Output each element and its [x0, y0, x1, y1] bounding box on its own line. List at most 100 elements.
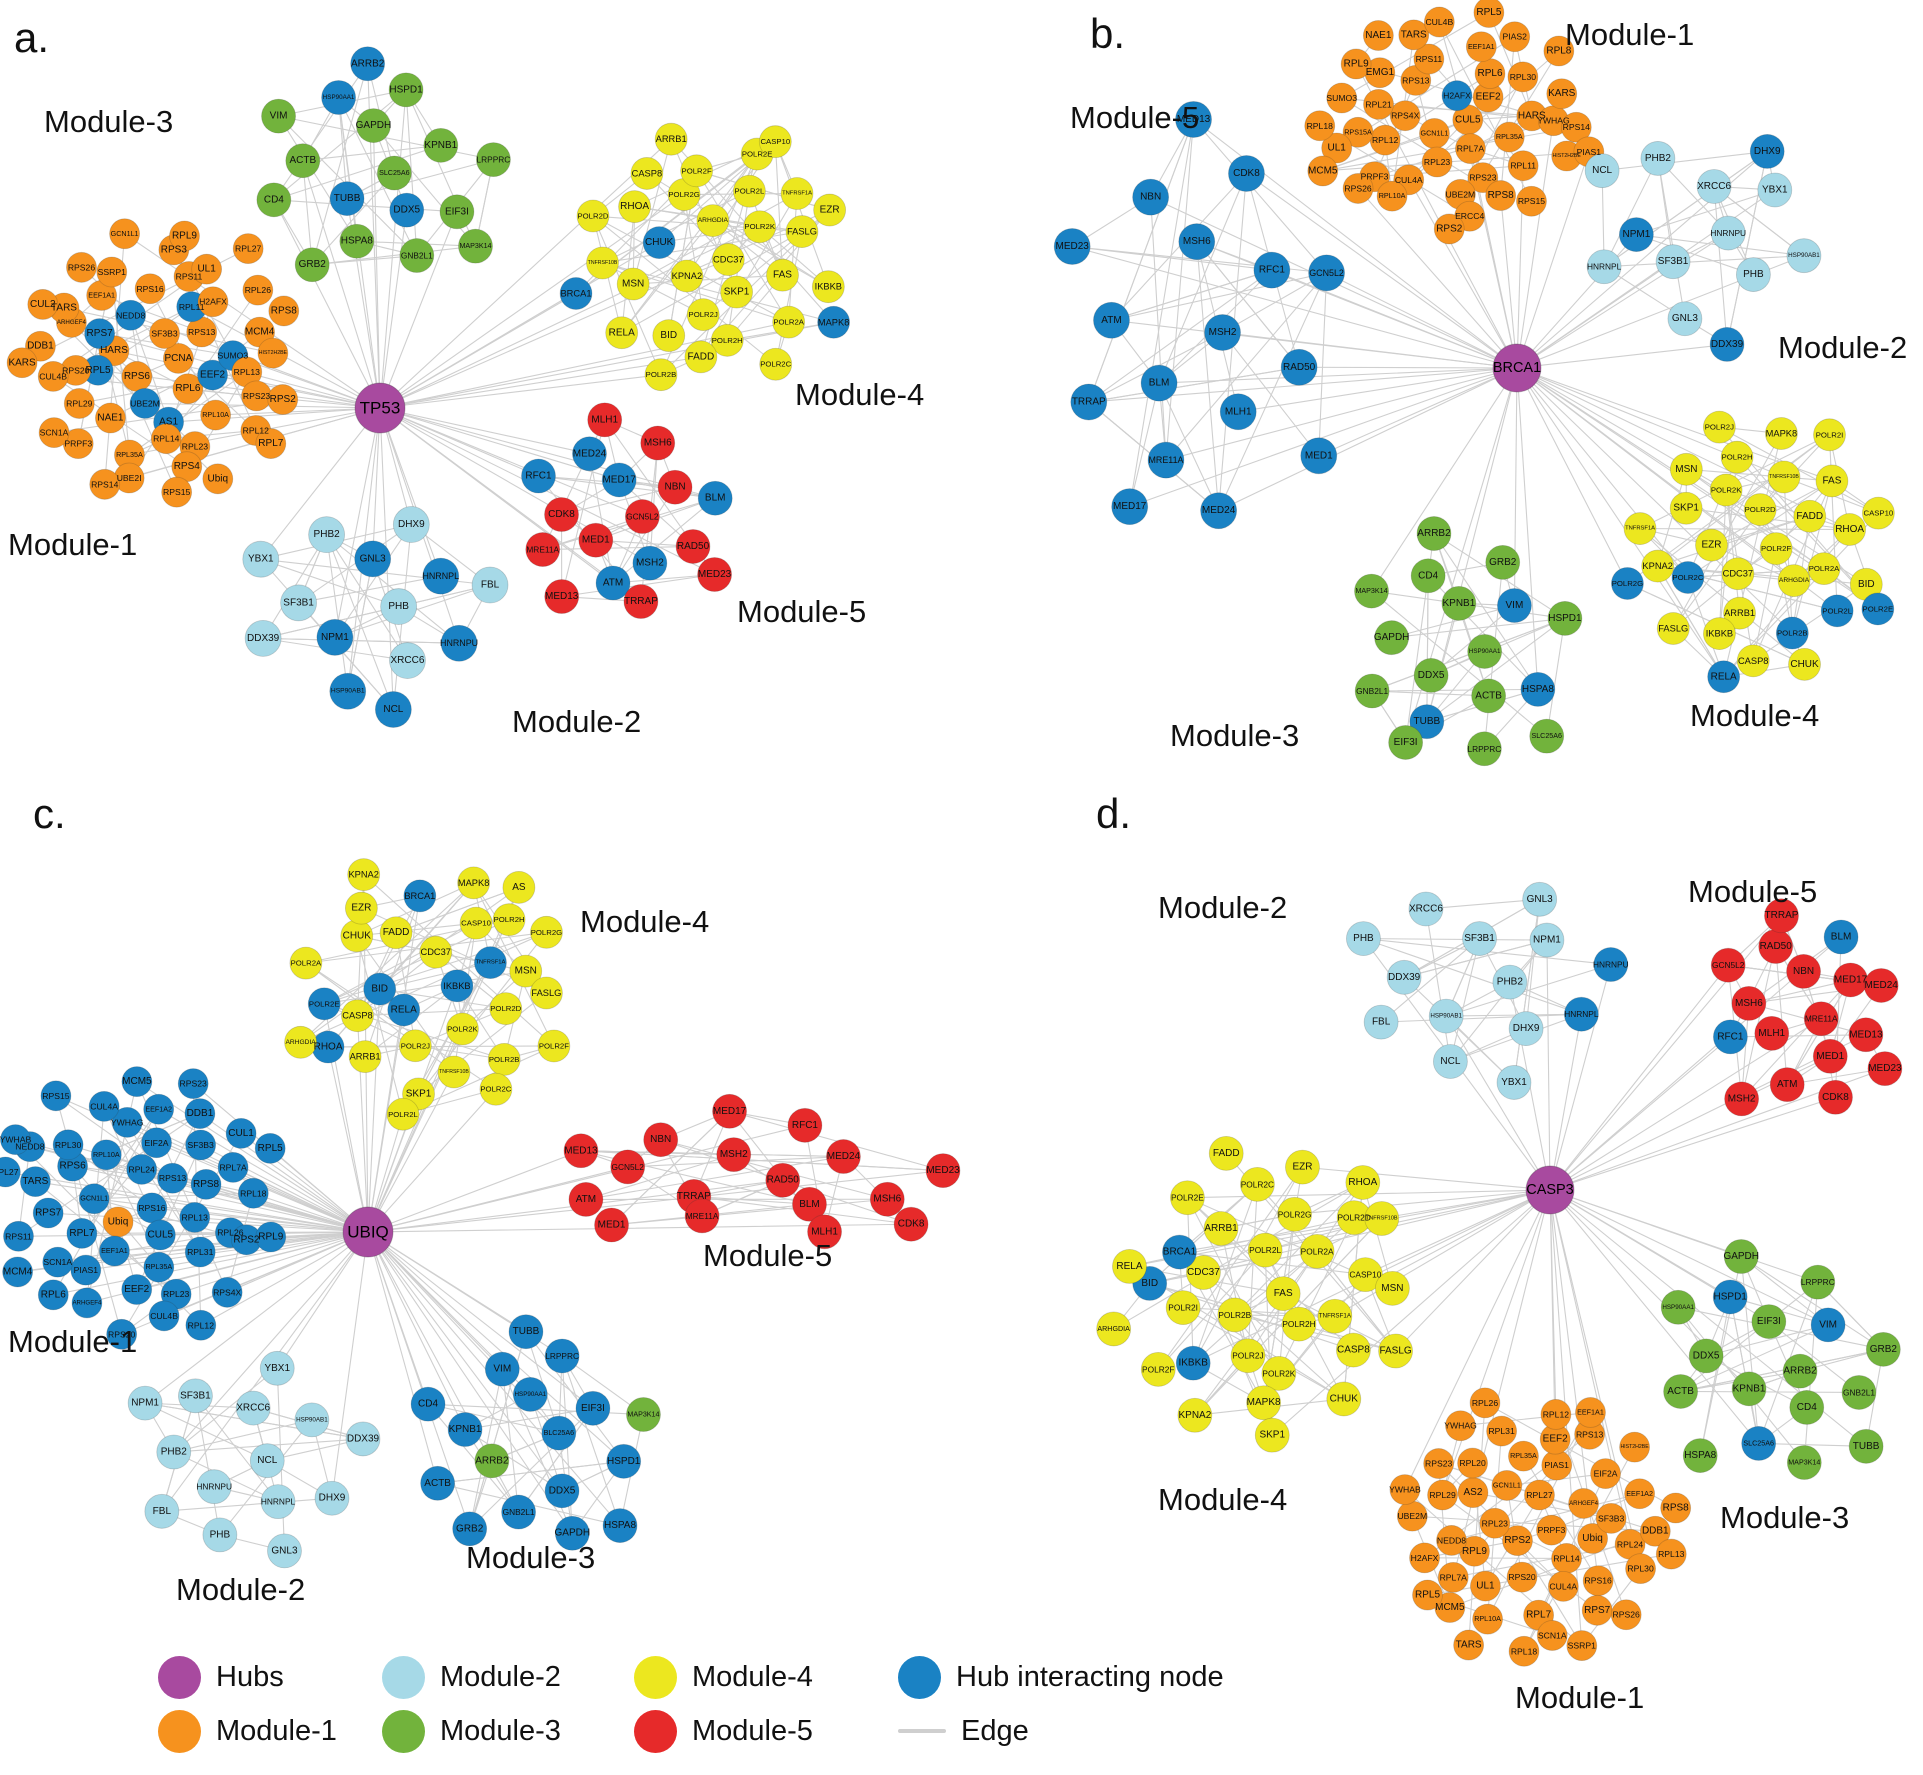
node-RPL7 — [255, 428, 287, 459]
node-GNL3 — [267, 1533, 302, 1569]
node-color-swatch — [634, 1709, 677, 1753]
edge — [194, 1395, 221, 1536]
node-label: MSN — [1675, 464, 1697, 475]
node-label: POLR2D — [1337, 1213, 1370, 1223]
edge — [1729, 1296, 1760, 1444]
node-HSP90AA1 — [321, 80, 357, 115]
node-label: POLR2H — [1722, 453, 1753, 462]
node-RPL9 — [1340, 48, 1372, 80]
module-label-d-module-1: Module-1 — [1515, 1680, 1644, 1715]
node-POLR2J — [1230, 1338, 1266, 1374]
node-LRPPRC — [544, 1338, 580, 1374]
node-label: YBX1 — [264, 1363, 290, 1374]
node-EZR — [344, 891, 378, 925]
node-MED1 — [1300, 437, 1338, 475]
node-POLR2A — [1299, 1234, 1335, 1269]
node-label: RPS6 — [124, 371, 151, 382]
node-label: CUL4B — [150, 1311, 178, 1321]
node-label: HSP90AA1 — [1469, 648, 1501, 655]
node-label: RPL11 — [1510, 161, 1536, 171]
edge — [1403, 939, 1548, 978]
node-label: CASP8 — [1738, 656, 1769, 666]
node-RPL31 — [1486, 1415, 1518, 1447]
node-CUL1 — [225, 1117, 257, 1149]
node-label: PHB — [210, 1529, 231, 1540]
node-label: SF3B3 — [187, 1140, 214, 1150]
node-MED23 — [1053, 228, 1091, 265]
node-label: MSN — [622, 279, 644, 290]
edge — [273, 199, 458, 213]
node-label: TARS — [1401, 29, 1427, 40]
node-label: CUL4B — [1425, 17, 1453, 27]
node-EIF3I — [575, 1390, 611, 1426]
node-POLR2K — [743, 210, 777, 244]
node-YWHAB — [0, 1124, 31, 1156]
node-label: MED24 — [573, 448, 607, 459]
module-label-b-module-2: Module-2 — [1778, 330, 1907, 365]
node-IKBKB — [1175, 1345, 1211, 1381]
node-label: CD4 — [418, 1399, 438, 1410]
edge — [1445, 963, 1612, 1017]
legend-item-module-5: Module-5 — [634, 1709, 898, 1753]
edge — [1404, 1189, 1551, 1491]
node-MAPK8 — [1246, 1385, 1282, 1421]
node-label: RPL14 — [1553, 1553, 1580, 1563]
node-label: RFC1 — [525, 471, 552, 482]
node-label: MCM5 — [1435, 1602, 1465, 1613]
edge — [334, 407, 381, 638]
node-label: MAPK8 — [1766, 429, 1798, 439]
node-label: EIF3I — [1757, 1316, 1781, 1327]
edge — [1110, 319, 1518, 369]
edge — [518, 1407, 594, 1513]
node-label: GCN5L2 — [626, 512, 659, 522]
node-label: CASP10 — [1864, 509, 1894, 518]
node-label: RPL6 — [41, 1289, 66, 1300]
node-EEF1A2 — [143, 1093, 175, 1125]
node-label: EEF2 — [200, 370, 225, 381]
edge — [1525, 898, 1541, 1030]
node-H2AFX — [1441, 80, 1473, 112]
node-label: HIST2H2BE — [1553, 153, 1582, 159]
node-label: SCN1A — [43, 1257, 72, 1267]
node-label: GAPDH — [1723, 1251, 1759, 1262]
node-label: CDC37 — [713, 255, 743, 265]
node-label: RPL26 — [1472, 1398, 1499, 1408]
edge — [311, 63, 369, 266]
node-label: IKBKB — [815, 282, 842, 292]
hub-node-ubiq — [342, 1206, 394, 1258]
node-label: LRPPRC — [1801, 1277, 1835, 1287]
edge — [1196, 241, 1300, 368]
node-label: AS1 — [159, 417, 178, 428]
node-SLC25A6 — [1741, 1426, 1777, 1461]
node-label: NPM1 — [321, 632, 349, 643]
edge — [379, 89, 407, 409]
node-PIAS1 — [70, 1254, 102, 1286]
node-DDB1 — [1639, 1515, 1671, 1547]
node-MED1 — [594, 1207, 629, 1243]
node-TRRAP — [623, 584, 659, 619]
edge — [1516, 343, 1728, 369]
node-GNL3 — [1667, 301, 1703, 337]
edge — [1318, 367, 1518, 457]
node-KPNA2 — [670, 259, 704, 293]
node-label: XRCC6 — [391, 655, 425, 666]
node-label: TNFRSF10B — [1366, 1216, 1398, 1222]
edge — [173, 1419, 313, 1453]
node-label: RPL11 — [179, 302, 205, 312]
node-label: ARHGDIA — [698, 217, 729, 224]
node-label: BID — [1858, 579, 1875, 590]
node-label: EZR — [1702, 540, 1722, 551]
edge — [356, 1008, 507, 1017]
legend-label: Hub interacting node — [956, 1660, 1224, 1693]
module-label-b-module-3: Module-3 — [1170, 718, 1299, 753]
node-label: RELA — [1711, 671, 1737, 682]
node-label: H2AFX — [1411, 1553, 1439, 1563]
node-label: XRCC6 — [1697, 181, 1731, 192]
node-label: RPS23 — [180, 1079, 207, 1089]
node-NPM1 — [316, 618, 354, 656]
edge — [1680, 1324, 1829, 1393]
node-label: POLR2A — [1809, 564, 1840, 573]
edge — [525, 1331, 625, 1462]
edge — [379, 292, 577, 409]
